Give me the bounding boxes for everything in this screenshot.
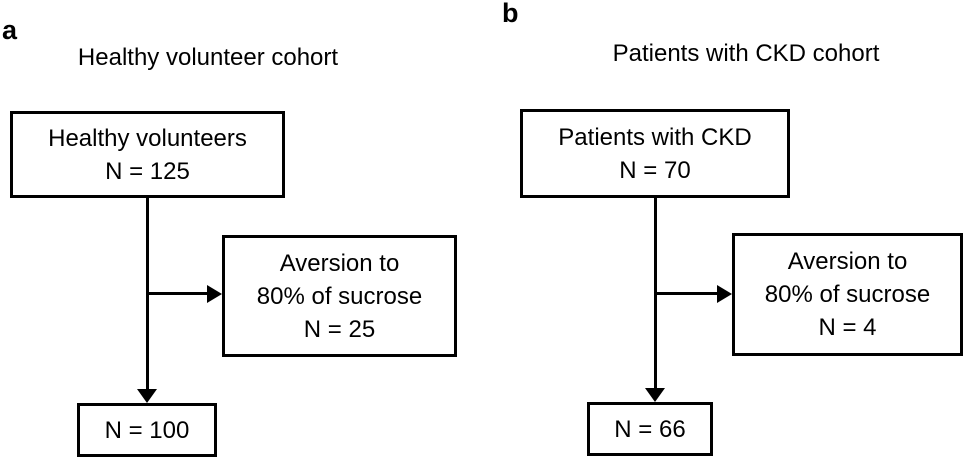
exclusion-box-b-line1: Aversion to — [787, 248, 908, 275]
connector-horizontal-b — [655, 292, 717, 295]
exclusion-box-a-line3: N = 25 — [303, 315, 376, 343]
exclusion-box-b-line2: 80% of sucrose — [764, 281, 931, 308]
panel-a: a Healthy volunteer cohort Healthy volun… — [0, 0, 480, 461]
start-box-b-line2: N = 70 — [619, 156, 691, 184]
exclusion-box-a-line2: 80% of sucrose — [256, 282, 423, 310]
exclusion-box-b-line3: N = 4 — [818, 314, 877, 341]
start-box-a-line2: N = 125 — [105, 157, 190, 185]
arrowhead-down-icon — [137, 389, 157, 403]
arrowhead-down-icon — [645, 388, 665, 402]
panel-label-b: b — [502, 0, 519, 28]
arrowhead-right-icon — [207, 285, 222, 303]
exclusion-box-b: Aversion to 80% of sucrose N = 4 — [732, 233, 963, 356]
exclusion-box-a-line1: Aversion to — [279, 249, 400, 277]
exclusion-box-a: Aversion to 80% of sucrose N = 25 — [222, 235, 457, 357]
final-box-b-line1: N = 66 — [614, 415, 686, 443]
arrowhead-right-icon — [717, 285, 732, 303]
connector-horizontal-a — [147, 292, 207, 295]
start-box-a: Healthy volunteers N = 125 — [10, 111, 285, 198]
final-box-a: N = 100 — [77, 403, 217, 457]
panel-title-b: Patients with CKD cohort — [612, 40, 880, 67]
final-box-b: N = 66 — [587, 402, 713, 456]
final-box-a-line1: N = 100 — [104, 416, 190, 444]
start-box-a-line1: Healthy volunteers — [48, 124, 247, 152]
start-box-b-line1: Patients with CKD — [558, 123, 752, 151]
panel-title-a: Healthy volunteer cohort — [77, 44, 339, 71]
start-box-b: Patients with CKD N = 70 — [520, 109, 790, 198]
panel-label-a: a — [2, 15, 18, 45]
panel-b: b Patients with CKD cohort Patients with… — [480, 0, 969, 461]
